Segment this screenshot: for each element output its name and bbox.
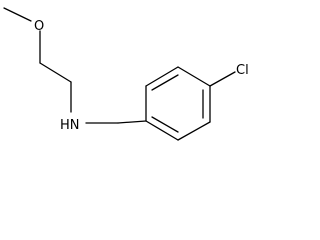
bond-ch2-ch2 — [39, 62, 72, 83]
chlorine-atom-label: Cl — [236, 63, 249, 78]
bond-ch2-ring — [117, 120, 147, 124]
ring-bond-6 — [145, 120, 179, 141]
bond-ring-chlorine — [209, 71, 236, 87]
amine-atom-label: HN — [60, 118, 80, 133]
molecule-structure: O HN Cl — [3, 7, 249, 141]
ring-double-bond-inner-1 — [151, 74, 179, 91]
ring-bond-3 — [177, 66, 211, 87]
ring-bond-2 — [145, 66, 179, 87]
ring-double-bond-inner-3 — [151, 116, 179, 133]
bond-methyl-oxygen — [3, 7, 32, 22]
oxygen-atom-label: O — [34, 19, 44, 34]
ring-bond-5 — [177, 121, 211, 141]
